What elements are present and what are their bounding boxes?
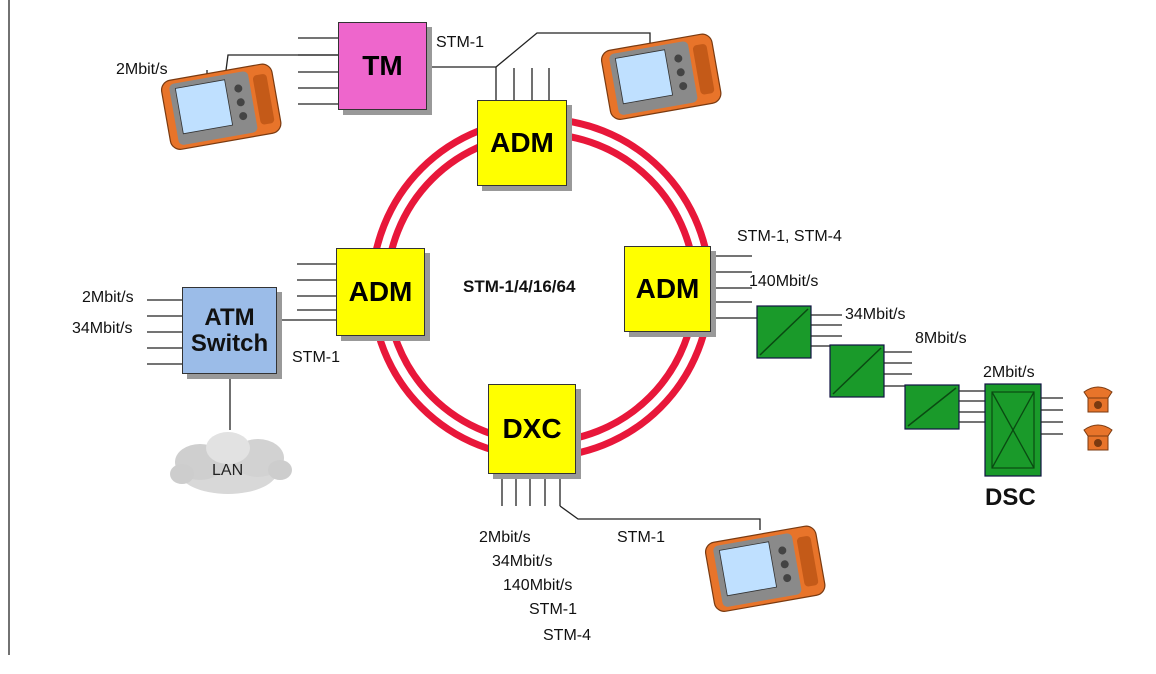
dxc-tester-cable xyxy=(559,505,761,530)
test-instrument-icon xyxy=(160,63,282,150)
dxc-node: DXC xyxy=(488,384,576,474)
test-instrument-icon xyxy=(704,525,826,612)
dxc-out-4-label: STM-1 xyxy=(529,601,577,618)
telephone-icon xyxy=(1083,424,1113,451)
atm-label-line1: ATM xyxy=(204,304,255,332)
mux-34-label: 34Mbit/s xyxy=(845,306,906,323)
atm-inputs xyxy=(147,299,182,365)
dxc-bottom-pins xyxy=(501,474,561,506)
adm-tester-tr-cable xyxy=(495,32,651,68)
atm-switch-node: ATM Switch xyxy=(182,287,277,374)
adm-top-label: ADM xyxy=(490,127,554,158)
test-instrument-icon xyxy=(600,33,722,120)
telephone-icon xyxy=(1083,386,1113,413)
ring-label: STM-1/4/16/64 xyxy=(463,277,576,296)
tester-tl-rate-label: 2Mbit/s xyxy=(116,61,168,78)
dxc-tester-label: STM-1 xyxy=(617,529,665,546)
adm-right-tributaries xyxy=(711,255,757,319)
dxc-out-5-label: STM-4 xyxy=(543,627,591,644)
mux-2-label: 2Mbit/s xyxy=(983,364,1035,381)
tm-tributaries xyxy=(298,37,338,105)
mux-chain xyxy=(756,305,1063,477)
tm-label: TM xyxy=(362,50,403,81)
atm-in-2-label: 2Mbit/s xyxy=(82,289,134,306)
adm-right-stm-label: STM-1, STM-4 xyxy=(737,228,842,245)
atm-out-label: STM-1 xyxy=(292,349,340,366)
adm-left-label: ADM xyxy=(348,276,413,307)
dxc-label: DXC xyxy=(502,413,562,444)
dxc-out-3-label: 140Mbit/s xyxy=(503,577,573,594)
tm-adm-link xyxy=(427,66,497,100)
dxc-out-1-label: 2Mbit/s xyxy=(479,529,531,546)
adm-left-node: ADM xyxy=(336,248,425,336)
cloud-icon xyxy=(170,432,292,494)
tm-node: TM xyxy=(338,22,427,110)
dxc-out-2-label: 34Mbit/s xyxy=(492,553,553,570)
dsc-label: DSC xyxy=(985,484,1036,511)
lan-label: LAN xyxy=(212,462,244,479)
adm-right-label: ADM xyxy=(635,273,700,304)
mux-8-label: 8Mbit/s xyxy=(915,330,967,347)
adm-left-tributaries xyxy=(297,263,336,311)
tm-out-label: STM-1 xyxy=(436,34,484,51)
atm-in-34-label: 34Mbit/s xyxy=(72,320,133,337)
atm-label-line2: Switch xyxy=(190,329,269,357)
adm-top-pins xyxy=(513,68,550,100)
adm-top-node: ADM xyxy=(477,100,567,186)
adm-right-node: ADM xyxy=(624,246,711,332)
adm-right-140-label: 140Mbit/s xyxy=(749,273,819,290)
